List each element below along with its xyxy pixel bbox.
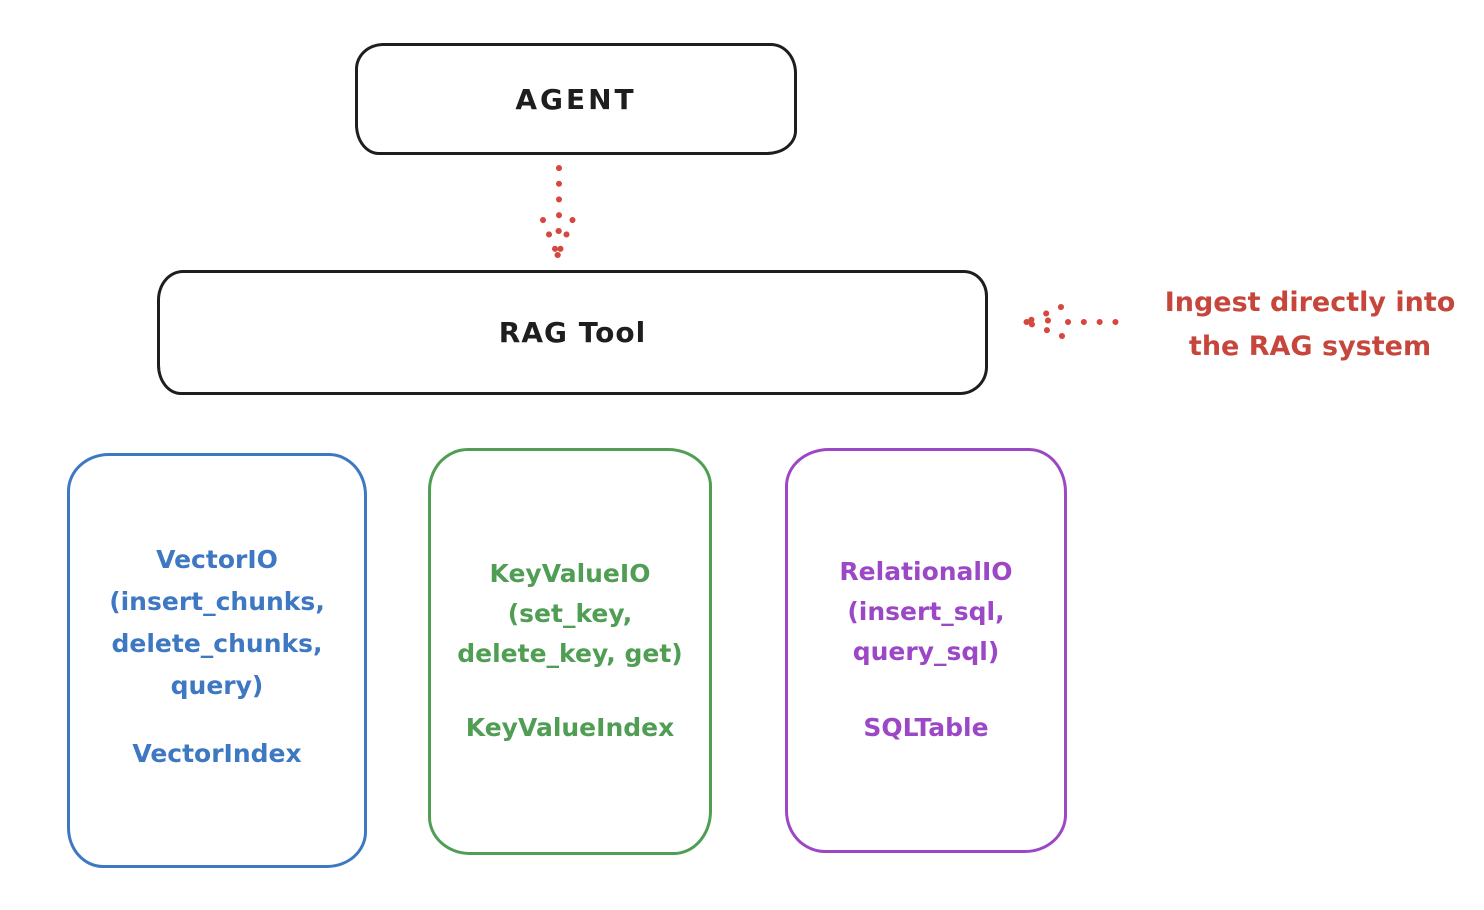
agent-to-rag-arrow	[540, 165, 576, 258]
relational-io-methods-line1: (insert_sql,	[847, 597, 1005, 626]
keyvalue-io-title: KeyValueIO	[489, 559, 651, 588]
relational-io-title: RelationalIO	[839, 557, 1013, 586]
sql-table-label: SQLTable	[863, 713, 989, 742]
vector-io-methods-line3: query)	[170, 671, 264, 700]
relational-io-methods-line2: query_sql)	[852, 637, 1000, 666]
vector-io-methods-line2: delete_chunks,	[111, 629, 323, 658]
ingest-annotation-line1: Ingest directly into	[1164, 287, 1456, 318]
agent-box: AGENT	[355, 43, 797, 155]
ingest-annotation: Ingest directly into the RAG system	[1136, 281, 1484, 369]
keyvalue-index-label: KeyValueIndex	[465, 713, 675, 742]
rag-tool-box: RAG Tool	[157, 270, 988, 395]
keyvalue-io-methods-line1: (set_key,	[507, 599, 633, 628]
ingest-annotation-line2: the RAG system	[1188, 331, 1432, 362]
vector-index-label: VectorIndex	[132, 739, 302, 768]
vector-io-box: VectorIO (insert_chunks, delete_chunks, …	[67, 453, 367, 868]
relational-io-box: RelationalIO (insert_sql, query_sql) SQL…	[785, 448, 1067, 853]
vector-io-title: VectorIO	[156, 545, 278, 574]
agent-label: AGENT	[515, 82, 637, 116]
keyvalue-io-box: KeyValueIO (set_key, delete_key, get) Ke…	[428, 448, 712, 855]
ingest-to-rag-arrow	[1023, 304, 1134, 339]
keyvalue-io-methods-line2: delete_key, get)	[457, 639, 683, 668]
vector-io-methods-line1: (insert_chunks,	[109, 587, 325, 616]
rag-tool-label: RAG Tool	[498, 316, 647, 349]
